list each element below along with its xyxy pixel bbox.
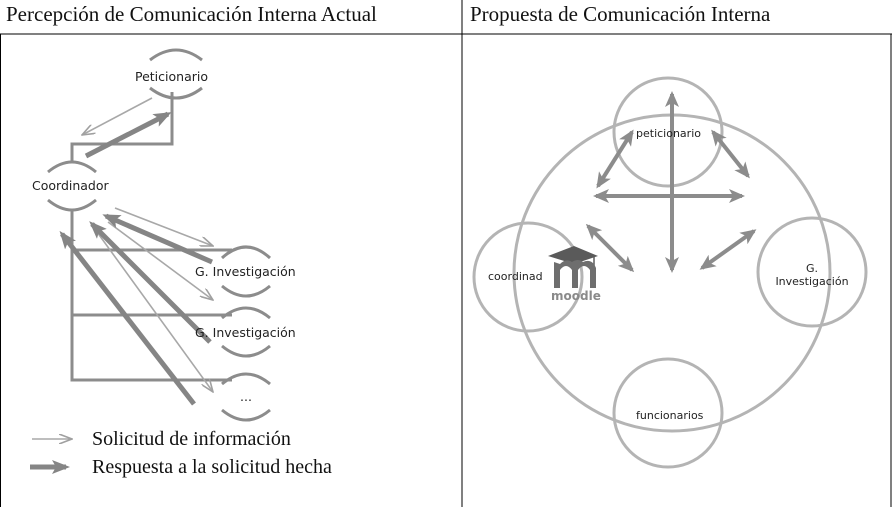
moodle-logo-text: moodle <box>551 289 601 303</box>
g-investigacion-circle-label: G. Investigación <box>775 262 849 288</box>
legend-response-label: Respuesta a la solicitud hecha <box>92 456 332 478</box>
g-investigacion-node-1-bottom <box>221 284 271 298</box>
funcionarios-circle <box>612 357 724 469</box>
response-arrow-from-group-2 <box>89 221 212 344</box>
ellipsis-node-bottom <box>221 408 271 422</box>
g-investigacion-node-1 <box>220 245 272 260</box>
request-arrow-to-group-1 <box>114 207 213 246</box>
right-column-title: Propuesta de Comunicación Interna <box>470 2 771 26</box>
peticionario-label: Peticionario <box>135 69 208 84</box>
response-arrow-to-peticionario <box>84 111 172 159</box>
coordinador-label: Coordinador <box>32 178 109 193</box>
left-diagram <box>30 48 272 474</box>
request-arrow-to-group-3 <box>96 231 213 392</box>
arrow-right-lower <box>699 229 757 270</box>
coordinador-node <box>47 160 97 174</box>
funcionarios-circle-label: funcionarios <box>636 409 704 422</box>
peticionario-node-bottom <box>149 86 203 100</box>
request-arrow-to-coordinador <box>82 97 153 135</box>
g-investigacion-label-2: G. Investigación <box>195 325 296 340</box>
connector-peticionario <box>70 92 174 162</box>
ellipsis-label: ... <box>240 389 252 404</box>
response-arrow-from-group-1 <box>102 213 213 265</box>
left-column-title: Percepción de Comunicación Interna Actua… <box>6 2 377 26</box>
response-arrow-from-group-3 <box>59 230 196 406</box>
moodle-logo <box>548 246 598 288</box>
g-investigacion-node-2-bottom <box>221 344 271 358</box>
peticionario-node <box>149 48 203 62</box>
coordinador-node-bottom <box>47 198 97 212</box>
arrow-left-lower <box>585 223 635 273</box>
coordinador-circle-label: coordinad <box>488 270 543 283</box>
g-investigacion-circle <box>756 216 868 328</box>
arrow-right-peticionario <box>711 129 750 179</box>
g-investigacion-label-1: G. Investigación <box>195 264 296 279</box>
request-arrow-to-group-2 <box>107 221 213 300</box>
legend-request-label: Solicitud de información <box>92 428 291 450</box>
peticionario-circle-label: peticionario <box>636 127 701 140</box>
connector-groups <box>70 210 232 382</box>
arrow-left-peticionario <box>596 129 634 189</box>
coordinador-circle <box>472 221 584 333</box>
right-diagram <box>472 76 868 469</box>
